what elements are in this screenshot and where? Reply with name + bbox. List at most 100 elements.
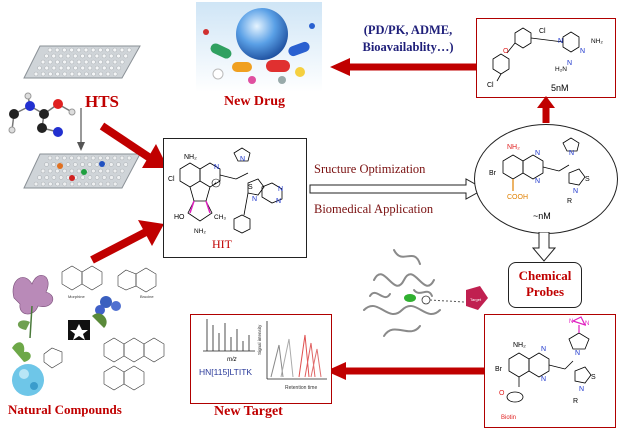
plate-well: [47, 155, 53, 161]
plate-well: [91, 59, 96, 65]
plate-well: [73, 65, 78, 71]
plate-well: [76, 59, 82, 65]
plate-well: [119, 47, 125, 53]
plate-well: [87, 65, 93, 71]
plate-well: [62, 181, 67, 187]
plate-well: [55, 181, 60, 187]
plate-well: [66, 65, 71, 71]
plate-well: [44, 162, 49, 167]
arrow-hit-to-nm: [308, 178, 486, 200]
svg-text:HO: HO: [174, 214, 185, 221]
plate-well: [119, 59, 125, 65]
svg-text:N: N: [214, 164, 219, 171]
plate-well: [80, 53, 85, 59]
svg-text:N: N: [276, 198, 281, 205]
arrow-up-to-5nm: [537, 96, 555, 124]
svg-text:N: N: [558, 38, 563, 45]
plate-well: [91, 168, 96, 174]
svg-text:S: S: [585, 176, 590, 183]
plate-well: [94, 53, 100, 59]
nm-label: ~nM: [533, 211, 551, 221]
new-drug-label: New Drug: [224, 94, 286, 109]
plate-well: [55, 59, 60, 65]
plate-well: [40, 168, 46, 174]
svg-text:N: N: [541, 346, 546, 353]
plate-well: [91, 71, 96, 77]
svg-text:S: S: [248, 184, 253, 191]
plate-well: [102, 175, 107, 180]
plate-well: [105, 59, 111, 65]
svg-text:N: N: [535, 150, 540, 157]
plate-well: [44, 65, 49, 71]
natural-compounds-images: Brucine Morphine: [4, 258, 172, 402]
plate-well: [119, 168, 125, 174]
plate-well: [69, 181, 75, 187]
svg-text:N: N: [567, 60, 572, 67]
plate-well: [94, 162, 100, 167]
probe-molecule-box: N N NH₂ Br N N N S N R O Biotin: [484, 314, 616, 428]
plate-well: [98, 71, 104, 77]
svg-text:O: O: [503, 48, 509, 55]
arrow-natural-to-hit: [88, 214, 168, 266]
svg-text:S: S: [591, 374, 596, 381]
svg-text:N: N: [535, 178, 540, 185]
svg-text:Br: Br: [495, 366, 503, 373]
plate-well: [116, 162, 121, 167]
svg-text:COOH: COOH: [507, 194, 528, 201]
plate-well: [44, 53, 49, 59]
plate-well: [102, 65, 107, 71]
biomedical-application-text: Biomedical Application: [314, 202, 434, 216]
plate-well: [90, 155, 96, 161]
svg-text:N: N: [585, 321, 589, 327]
plate-well: [48, 181, 53, 187]
arrow-hts-to-hit: [98, 122, 170, 172]
plate-well: [44, 175, 49, 180]
svg-text:NH₂: NH₂: [513, 342, 526, 349]
plate-well: [77, 181, 82, 187]
hit-label: HIT: [212, 237, 232, 251]
plate-well: [69, 168, 74, 174]
plate-well: [37, 175, 42, 180]
plate-well: [62, 71, 67, 77]
plate-well: [126, 47, 132, 53]
plate-well: [119, 155, 125, 161]
svg-text:CH₃: CH₃: [214, 214, 226, 221]
svg-text:H₂N: H₂N: [555, 66, 567, 73]
svg-text:N: N: [569, 150, 574, 157]
plate-well: [48, 168, 53, 174]
plate-well: [109, 162, 114, 167]
plate-well: [55, 155, 60, 161]
structure-optimization-text: Sructure Optimization: [314, 162, 426, 176]
plate-well: [116, 65, 121, 71]
nm-molecule-oval: NH₂ Br N N N S N R COOH ~nM: [474, 124, 618, 234]
arrow-to-new-target: [326, 362, 486, 380]
plate-well: [112, 59, 118, 65]
plate-well: [98, 181, 104, 187]
new-drug-image: [196, 2, 322, 92]
plate-well: [112, 181, 118, 187]
svg-text:N: N: [569, 319, 573, 325]
plate-well: [58, 65, 64, 71]
plate-well: [48, 71, 53, 77]
plate-well: [51, 65, 57, 71]
retention-label: Retention time: [285, 385, 317, 391]
plate-well: [80, 175, 85, 180]
plate-well: [58, 175, 64, 180]
peptide-label: HN[115]LTITK: [199, 367, 252, 377]
pdpk-line-2: Bioavailablity…): [362, 40, 454, 54]
plate-well: [48, 59, 53, 65]
plate-well: [37, 65, 42, 71]
plate-well: [80, 65, 85, 71]
protein-structure-image: Target: [354, 240, 504, 350]
chemical-probes-line-2: Probes: [525, 284, 565, 299]
svg-text:N: N: [240, 156, 245, 163]
plate-well: [55, 168, 60, 174]
plate-well: [51, 53, 56, 59]
plate-well: [105, 181, 111, 187]
plate-well: [73, 53, 78, 59]
plate-well: [84, 181, 89, 187]
svg-text:+: +: [214, 181, 217, 187]
svg-text:N: N: [252, 196, 257, 203]
hts-plate-top: [22, 44, 142, 82]
new-target-label: New Target: [214, 404, 283, 419]
